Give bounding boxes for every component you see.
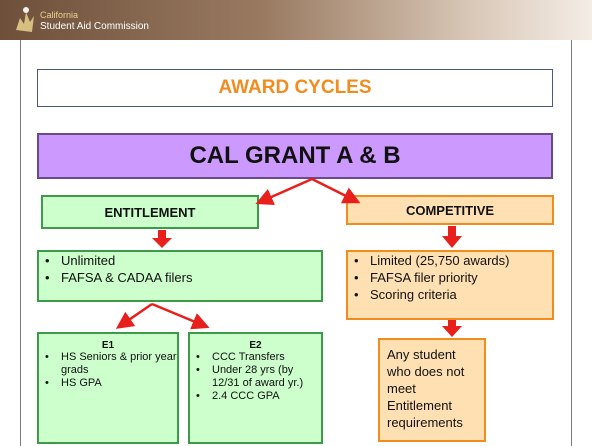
bear-logo-icon <box>16 7 34 32</box>
arrow-to-e1 <box>115 302 153 329</box>
competitive-header-box: COMPETITIVE <box>346 195 554 225</box>
e2-label: E2 <box>249 340 262 351</box>
entitlement-header-box: ENTITLEMENT <box>41 195 259 229</box>
arrow-down-entitlement <box>152 230 172 248</box>
org-name-line2: Student Aid Commission <box>40 21 149 32</box>
list-item: HS GPA <box>39 377 177 390</box>
list-item: Scoring criteria <box>348 286 552 303</box>
list-item: Under 28 yrs (by 12/31 of award yr.) <box>190 364 321 390</box>
e2-box: E2 CCC Transfers Under 28 yrs (by 12/31 … <box>188 332 323 444</box>
list-item: CCC Transfers <box>190 351 321 364</box>
arrow-down-competitive <box>442 226 462 248</box>
e1-box: E1 HS Seniors & prior year grads HS GPA <box>37 332 179 444</box>
e1-label: E1 <box>101 340 115 351</box>
e2-criteria-list: CCC Transfers Under 28 yrs (by 12/31 of … <box>190 351 321 403</box>
competitive-criteria-box: Limited (25,750 awards) FAFSA filer prio… <box>346 250 554 320</box>
entitlement-label: ENTITLEMENT <box>104 204 196 220</box>
program-title: CAL GRANT A & B <box>189 142 401 169</box>
list-item: FAFSA & CADAA filers <box>39 269 321 286</box>
page-title: AWARD CYCLES <box>218 77 372 98</box>
list-item: FAFSA filer priority <box>348 269 552 286</box>
list-item: 2.4 CCC GPA <box>190 390 321 403</box>
list-item: Unlimited <box>39 252 321 269</box>
arrow-to-e2 <box>151 302 210 330</box>
list-item: Limited (25,750 awards) <box>348 252 552 269</box>
competitive-criteria-list: Limited (25,750 awards) FAFSA filer prio… <box>348 252 552 303</box>
competitive-label: COMPETITIVE <box>405 202 495 218</box>
e1-criteria-list: HS Seniors & prior year grads HS GPA <box>39 351 177 390</box>
program-box: CAL GRANT A & B <box>37 133 553 179</box>
entitlement-criteria-list: Unlimited FAFSA & CADAA filers <box>39 252 321 286</box>
org-name-line1: California <box>40 10 79 20</box>
entitlement-criteria-box: Unlimited FAFSA & CADAA filers <box>37 250 323 302</box>
non-entitlement-note-box: Any student who does not meet Entitlemen… <box>378 338 486 442</box>
title-box: AWARD CYCLES <box>37 69 553 107</box>
slide-frame <box>20 40 572 446</box>
arrow-down-non-entitlement <box>442 320 462 337</box>
arrow-to-entitlement <box>255 177 313 205</box>
list-item: HS Seniors & prior year grads <box>39 351 177 377</box>
arrow-to-competitive <box>311 177 361 204</box>
header-bar: California Student Aid Commission <box>0 0 592 40</box>
